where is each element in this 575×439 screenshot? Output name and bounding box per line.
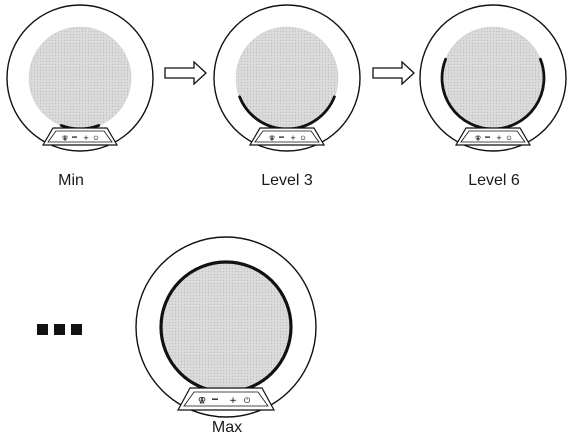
control-panel: ⚢ + ⏻ [176,387,276,411]
right-arrow-icon [164,60,207,86]
speaker-device-level-3: ⚢ + ⏻ [213,4,361,152]
control-panel: ⚢ + ⏻ [41,127,119,146]
speaker-device-max: ⚢ + ⏻ [135,236,317,418]
volume-down-icon[interactable] [212,398,218,400]
mic-mute-icon[interactable]: ⚢ [269,135,275,142]
volume-down-icon[interactable] [279,136,284,138]
volume-down-icon[interactable] [72,136,77,138]
level-caption-max: Max [211,419,243,436]
power-icon[interactable]: ⏻ [244,396,251,405]
mic-mute-icon[interactable]: ⚢ [62,135,68,142]
mic-mute-icon[interactable]: ⚢ [198,396,206,405]
control-panel: ⚢ + ⏻ [248,127,326,146]
volume-up-icon[interactable]: + [496,134,502,142]
volume-up-icon[interactable]: + [229,396,237,406]
volume-up-icon[interactable]: + [83,134,89,142]
right-arrow-icon [372,60,415,86]
volume-down-icon[interactable] [485,136,490,138]
speaker-grille [28,26,132,130]
speaker-device-min: ⚢ + ⏻ [6,4,154,152]
level-caption-min: Min [58,172,84,189]
power-icon[interactable]: ⏻ [301,135,306,142]
mic-mute-icon[interactable]: ⚢ [475,135,481,142]
power-icon[interactable]: ⏻ [507,135,512,142]
power-icon[interactable]: ⏻ [94,135,99,142]
level-caption-level-6: Level 6 [468,172,520,189]
volume-up-icon[interactable]: + [290,134,296,142]
level-caption-level-3: Level 3 [261,172,313,189]
volume-ring-indicator [159,260,293,394]
ellipsis-icon [37,324,82,335]
control-panel: ⚢ + ⏻ [454,127,532,146]
speaker-device-level-6: ⚢ + ⏻ [419,4,567,152]
